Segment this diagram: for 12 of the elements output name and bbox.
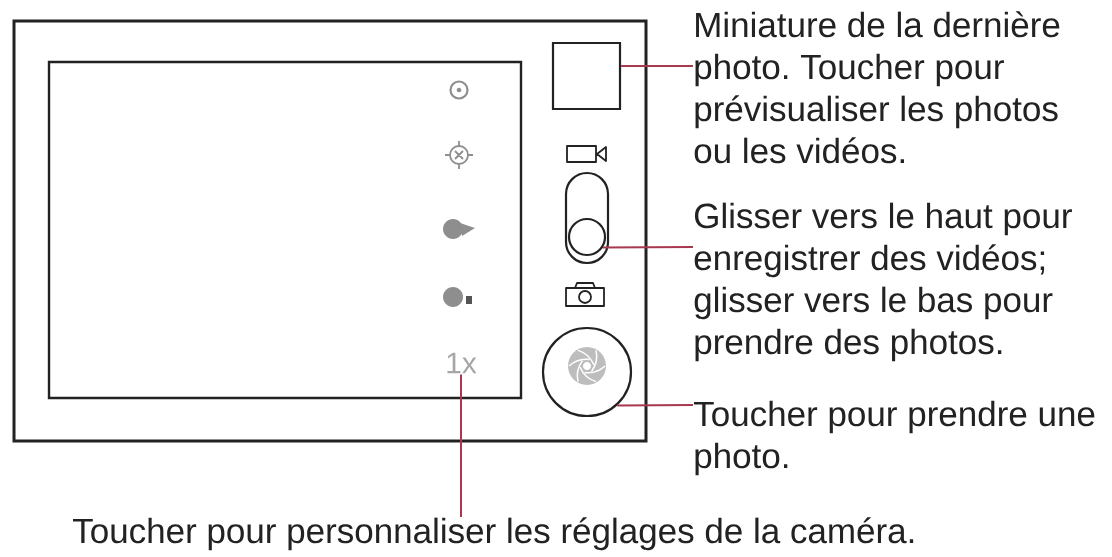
zoom-level-text: 1x — [447, 352, 477, 374]
callout-text: Glisser vers le haut pour enregistrer des vidéos; glisser vers le bas pour prendre des photos. — [694, 202, 1072, 362]
callout-text: Toucher pour personnaliser les réglages de la caméra. — [73, 517, 914, 551]
leader-line — [616, 404, 694, 407]
leader-line — [602, 246, 694, 249]
callout-text: Toucher pour prendre une photo. — [694, 400, 1095, 476]
callout-text: Miniature de la dernière photo. Toucher pour prévisualiser les photos ou les vidéos. — [694, 11, 1060, 164]
thumbnail-box — [551, 41, 622, 111]
shutter-button — [541, 326, 633, 418]
slider-thumb — [567, 217, 607, 257]
leader-line — [460, 373, 462, 518]
leader-line — [620, 65, 694, 67]
